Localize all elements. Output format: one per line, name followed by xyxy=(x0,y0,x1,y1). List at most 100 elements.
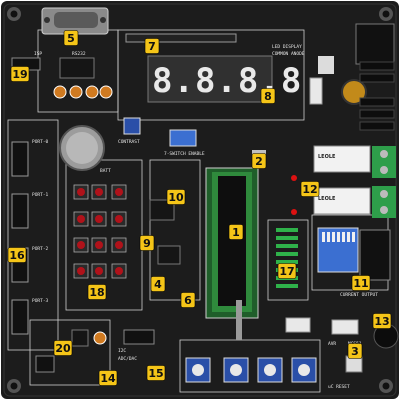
callout-6: 6 xyxy=(180,292,196,308)
capacitors-rs232 xyxy=(53,85,113,99)
trimpots[interactable] xyxy=(185,357,317,383)
seven-segment-digits: 8.8.8.8. xyxy=(152,61,324,101)
dip-switch-block[interactable] xyxy=(317,227,359,273)
rs232-ic xyxy=(59,57,95,79)
callout-number: 12 xyxy=(302,183,317,196)
relays: LEOLE LEOLE xyxy=(313,145,371,215)
coin-battery xyxy=(59,125,105,171)
callout-number: 10 xyxy=(168,191,184,204)
adc-dac-silk: ADC/DAC xyxy=(118,356,137,362)
callout-number: 3 xyxy=(351,345,359,358)
callout-number: 8 xyxy=(264,90,272,103)
callout-badge xyxy=(150,276,166,292)
callout-badge xyxy=(63,30,79,46)
mounting-holes xyxy=(7,7,393,393)
callout-9: 9 xyxy=(139,235,155,251)
callout-badge xyxy=(347,343,363,359)
callout-number: 13 xyxy=(374,315,389,328)
callout-badge xyxy=(277,263,297,279)
callout-10: 10 xyxy=(166,189,186,205)
callout-badge xyxy=(228,224,244,240)
reset-silk: uC RESET xyxy=(328,384,350,390)
relay1-brand: LEOLE xyxy=(318,154,336,160)
callout-number: 1 xyxy=(232,226,240,239)
callout-number: 15 xyxy=(148,367,163,380)
relay-led-1 xyxy=(291,175,297,181)
screw-terminals xyxy=(372,146,396,218)
callout-badge xyxy=(139,235,155,251)
callout-badge xyxy=(166,189,186,205)
callout-16: 16 xyxy=(7,247,27,263)
callout-badge xyxy=(87,284,107,300)
callout-14: 14 xyxy=(98,370,118,386)
callout-number: 17 xyxy=(279,265,294,278)
bottom-left-parts xyxy=(35,329,155,373)
callout-number: 14 xyxy=(100,372,116,385)
callout-badge xyxy=(53,340,73,356)
callout-badge xyxy=(180,292,196,308)
eeprom-ic xyxy=(157,245,181,265)
callout-badge xyxy=(146,365,166,381)
relay2-brand: LEOLE xyxy=(318,196,336,202)
callout-5: 5 xyxy=(63,30,79,46)
rs232-db9-connector xyxy=(41,7,109,35)
callout-badge xyxy=(98,370,118,386)
callout-17: 17 xyxy=(277,263,297,279)
callout-number: 5 xyxy=(67,32,75,45)
zif-socket xyxy=(205,167,259,340)
config-dip-switch[interactable] xyxy=(169,129,197,147)
rtc-ic xyxy=(149,199,175,221)
mode-switch-right[interactable] xyxy=(331,319,359,335)
callout-number: 7 xyxy=(148,40,156,53)
callout-19: 19 xyxy=(10,66,30,82)
batt-silk: BATT xyxy=(100,168,111,174)
rs232-silk: RS232 xyxy=(72,51,86,57)
callout-number: 6 xyxy=(184,294,192,307)
callout-badge xyxy=(10,66,30,82)
callout-15: 15 xyxy=(146,365,166,381)
callout-2: 2 xyxy=(251,153,267,169)
silkscreen-outlines xyxy=(7,29,389,393)
port0-silk: PORT-0 xyxy=(32,139,49,145)
callout-7: 7 xyxy=(144,38,160,54)
callout-13: 13 xyxy=(372,313,392,329)
i2c-silk: I2C xyxy=(118,348,126,354)
callout-badge xyxy=(7,247,27,263)
callout-number: 4 xyxy=(154,278,162,291)
callout-number: 16 xyxy=(9,249,25,262)
callout-badge xyxy=(251,153,267,169)
mode-switch-left[interactable] xyxy=(285,317,311,333)
port3-silk: PORT-3 xyxy=(32,298,49,304)
callout-number: 18 xyxy=(89,286,104,299)
seven-segment-display: 8.8.8.8. xyxy=(147,55,324,103)
callout-20: 20 xyxy=(53,340,73,356)
callout-12: 12 xyxy=(300,181,320,197)
power-section xyxy=(309,23,395,131)
led-display-silk: LED DISPLAY xyxy=(272,44,302,50)
callout-4: 4 xyxy=(150,276,166,292)
callout-number: 9 xyxy=(143,237,151,250)
callout-badge xyxy=(300,181,320,197)
contrast-silk: CONTRAST xyxy=(118,139,140,145)
callout-badge xyxy=(372,313,392,329)
callout-badge xyxy=(260,88,276,104)
callout-3: 3 xyxy=(347,343,363,359)
contrast-pot[interactable] xyxy=(123,117,141,135)
current-output-header xyxy=(359,229,391,281)
port1-silk: PORT-1 xyxy=(32,192,49,198)
avr-silk: AVR xyxy=(328,341,336,347)
port2-silk: PORT-2 xyxy=(32,246,49,252)
common-anode-silk: COMMON ANODE xyxy=(272,51,305,57)
push-button-matrix[interactable] xyxy=(73,184,127,279)
switch-enable-silk: 7-SWITCH ENABLE xyxy=(164,151,205,157)
callout-1: 1 xyxy=(228,224,244,240)
callout-number: 2 xyxy=(255,155,263,168)
callout-11: 11 xyxy=(351,275,371,291)
relay-led-2 xyxy=(291,209,297,215)
callout-8: 8 xyxy=(260,88,276,104)
isp-silk: ISP xyxy=(34,51,42,57)
callout-number: 20 xyxy=(55,342,71,355)
callout-18: 18 xyxy=(87,284,107,300)
